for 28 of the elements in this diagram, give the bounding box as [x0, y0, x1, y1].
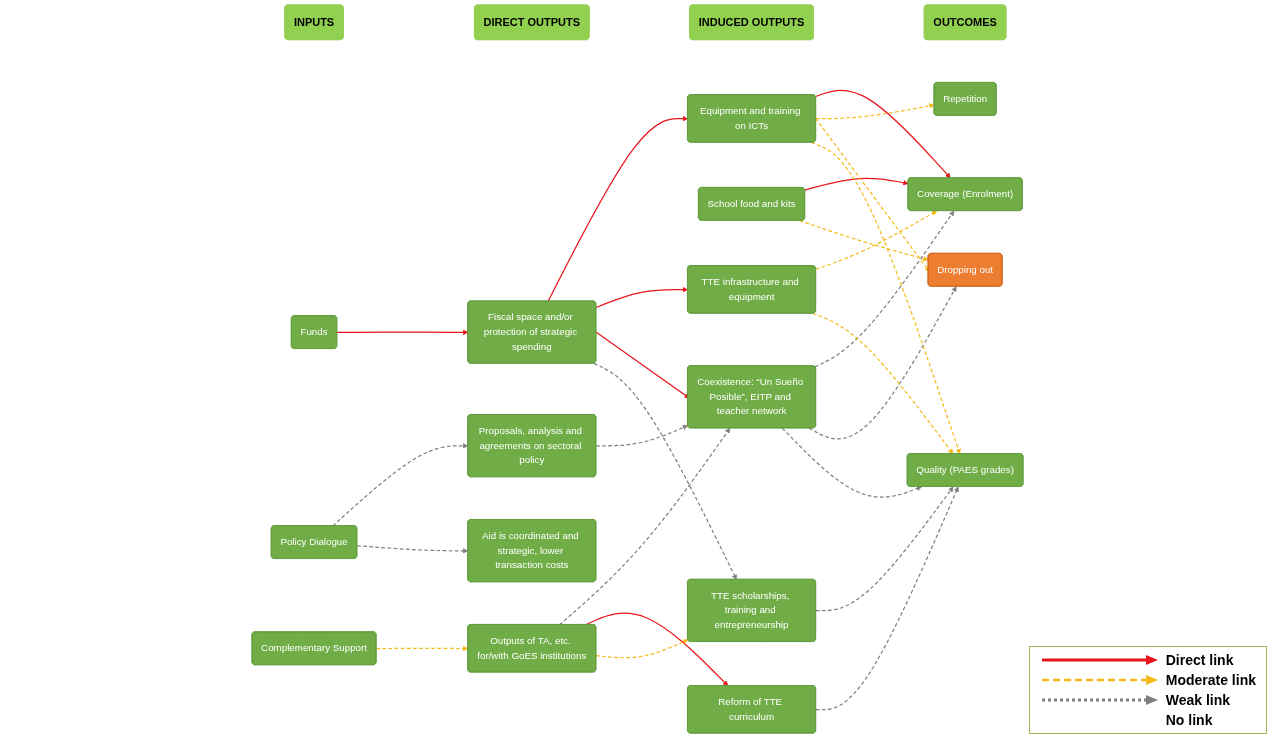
legend-text: Direct link: [1165, 652, 1234, 668]
arrow: [356, 545, 469, 554]
arrow: [558, 427, 731, 626]
arrow: [595, 639, 689, 659]
arrow: [815, 486, 959, 711]
arrow: [375, 645, 469, 652]
arrow: [585, 612, 729, 687]
legend-text: Moderate link: [1165, 672, 1256, 688]
arrow: [815, 117, 930, 272]
arrow: [815, 103, 935, 120]
legend-text: Weak link: [1165, 692, 1231, 708]
arrow: [814, 89, 951, 179]
arrow: [799, 220, 929, 262]
arrow: [332, 443, 469, 527]
arrow: [595, 286, 688, 309]
arrow: [815, 486, 954, 612]
arrow: [336, 329, 469, 336]
arrow: [812, 312, 954, 455]
arrow: [595, 425, 689, 447]
arrow: [810, 141, 961, 455]
arrow: [808, 286, 957, 440]
arrow: [781, 427, 922, 498]
arrow: [815, 210, 938, 270]
arrow: [804, 177, 909, 191]
arrow: [814, 210, 955, 368]
arrow: [547, 116, 688, 302]
arrow: [593, 362, 737, 580]
legend-text: No link: [1165, 712, 1213, 728]
